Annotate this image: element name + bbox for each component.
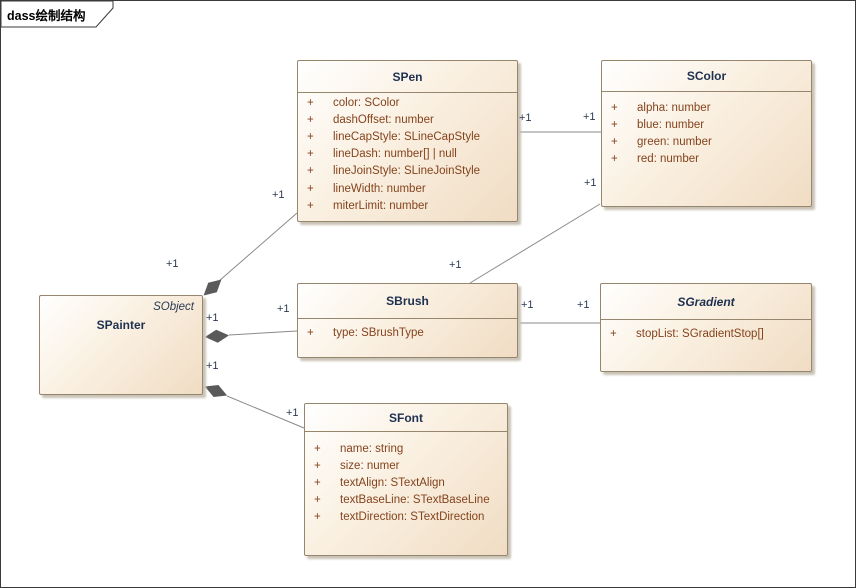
attribute-text: textAlign: STextAlign — [340, 476, 445, 489]
attribute-compartment: + alpha: number + blue: number + green: num… — [602, 92, 811, 168]
attribute-text: miterLimit: number — [333, 199, 429, 212]
class-name: SGradient — [601, 284, 811, 320]
attribute-row[interactable]: + color: SColor — [298, 94, 517, 111]
composition-diamond-icon — [203, 279, 222, 296]
attribute-text: size: numer — [340, 459, 400, 472]
multiplicity-label: +1 — [583, 111, 596, 123]
multiplicity-label: +1 — [277, 303, 290, 315]
attribute-text: lineJoinStyle: SLineJoinStyle — [333, 165, 481, 178]
multiplicity-label: +1 — [577, 299, 590, 311]
visibility-plus-icon: + — [314, 511, 321, 524]
class-box-sgradient[interactable]: SGradient + stopList: SGradientStop[] — [600, 283, 812, 372]
attribute-text: stopList: SGradientStop[] — [636, 327, 764, 340]
visibility-plus-icon: + — [314, 494, 321, 507]
multiplicity-label: +1 — [272, 189, 285, 201]
attribute-row[interactable]: + name: string — [305, 440, 507, 457]
attribute-row[interactable]: + textBaseLine: STextBaseLine — [305, 492, 507, 509]
multiplicity-label: +1 — [521, 299, 534, 311]
multiplicity-label: +1 — [519, 112, 532, 124]
attribute-text: name: string — [340, 442, 404, 455]
attribute-text: type: SBrushType — [333, 326, 424, 339]
attribute-row[interactable]: + alpha: number — [602, 99, 811, 116]
class-box-spen[interactable]: SPen + color: SColor + dashOffset: number … — [297, 60, 518, 222]
parent-class-label: SObject — [153, 301, 194, 313]
attribute-text: lineWidth: number — [333, 182, 426, 195]
visibility-plus-icon: + — [611, 101, 618, 114]
attribute-compartment: + type: SBrushType — [298, 319, 517, 341]
visibility-plus-icon: + — [611, 135, 618, 148]
class-box-scolor[interactable]: SColor + alpha: number + blue: number + gre… — [601, 60, 812, 207]
attribute-row[interactable]: + size: numer — [305, 457, 507, 474]
attribute-row[interactable]: + textDirection: STextDirection — [305, 509, 507, 526]
attribute-text: lineDash: number[] | null — [333, 148, 457, 161]
visibility-plus-icon: + — [611, 153, 618, 166]
visibility-plus-icon: + — [307, 148, 314, 161]
multiplicity-label: +1 — [206, 312, 219, 324]
visibility-plus-icon: + — [611, 118, 618, 131]
attribute-row[interactable]: + red: number — [602, 151, 811, 168]
attribute-compartment: + stopList: SGradientStop[] — [601, 320, 811, 342]
attribute-row[interactable]: + type: SBrushType — [298, 324, 517, 341]
attribute-text: alpha: number — [637, 101, 711, 114]
multiplicity-label: +1 — [206, 360, 219, 372]
composition-diamond-icon — [204, 385, 228, 397]
attribute-text: lineCapStyle: SLineCapStyle — [333, 130, 481, 143]
visibility-plus-icon: + — [314, 442, 321, 455]
visibility-plus-icon: + — [307, 113, 314, 126]
attribute-text: textDirection: STextDirection — [340, 511, 485, 524]
class-name: SPen — [298, 61, 517, 93]
attribute-row[interactable]: + lineWidth: number — [298, 180, 517, 197]
multiplicity-label: +1 — [166, 258, 179, 270]
attribute-row[interactable]: + green: number — [602, 133, 811, 150]
class-name: SBrush — [298, 284, 517, 319]
visibility-plus-icon: + — [314, 459, 321, 472]
connector-spainter-spen[interactable] — [203, 212, 298, 296]
multiplicity-label: +1 — [584, 177, 597, 189]
attribute-text: green: number — [637, 135, 712, 148]
composition-diamond-icon — [205, 329, 229, 343]
visibility-plus-icon: + — [307, 326, 314, 339]
attribute-compartment: + name: string + size: numer + textAlign: S… — [305, 432, 507, 526]
attribute-row[interactable]: + miterLimit: number — [298, 197, 517, 214]
class-box-spainter[interactable]: SObject SPainter — [39, 295, 203, 395]
visibility-plus-icon: + — [307, 130, 314, 143]
attribute-text: textBaseLine: STextBaseLine — [340, 494, 490, 507]
visibility-plus-icon: + — [314, 476, 321, 489]
attribute-text: red: number — [637, 153, 700, 166]
attribute-row[interactable]: + lineJoinStyle: SLineJoinStyle — [298, 163, 517, 180]
visibility-plus-icon: + — [307, 182, 314, 195]
attribute-text: blue: number — [637, 118, 705, 131]
attribute-row[interactable]: + lineDash: number[] | null — [298, 146, 517, 163]
class-name: SFont — [305, 404, 507, 432]
visibility-plus-icon: + — [307, 165, 314, 178]
class-box-sfont[interactable]: SFont + name: string + size: numer + textAl… — [304, 403, 508, 556]
attribute-text: dashOffset: number — [333, 113, 434, 126]
attribute-row[interactable]: + textAlign: STextAlign — [305, 474, 507, 491]
attribute-text: color: SColor — [333, 96, 400, 109]
visibility-plus-icon: + — [307, 199, 314, 212]
attribute-compartment: + color: SColor + dashOffset: number + line… — [298, 93, 517, 214]
connector-spainter-sfont[interactable] — [204, 385, 305, 429]
multiplicity-label: +1 — [286, 407, 299, 419]
visibility-plus-icon: + — [610, 327, 617, 340]
class-name: SColor — [602, 61, 811, 92]
class-box-sbrush[interactable]: SBrush + type: SBrushType — [297, 283, 518, 358]
frame-title-tab — [0, 0, 114, 28]
attribute-row[interactable]: + dashOffset: number — [298, 111, 517, 128]
attribute-row[interactable]: + blue: number — [602, 116, 811, 133]
connector-sbrush-scolor[interactable] — [469, 203, 601, 284]
visibility-plus-icon: + — [307, 96, 314, 109]
connector-spainter-sbrush[interactable] — [205, 329, 298, 343]
frame-title-label: dass绘制结构 — [7, 9, 86, 23]
class-name: SPainter — [96, 318, 146, 332]
multiplicity-label: +1 — [449, 259, 462, 271]
attribute-row[interactable]: + stopList: SGradientStop[] — [601, 325, 811, 342]
attribute-row[interactable]: + lineCapStyle: SLineCapStyle — [298, 128, 517, 145]
